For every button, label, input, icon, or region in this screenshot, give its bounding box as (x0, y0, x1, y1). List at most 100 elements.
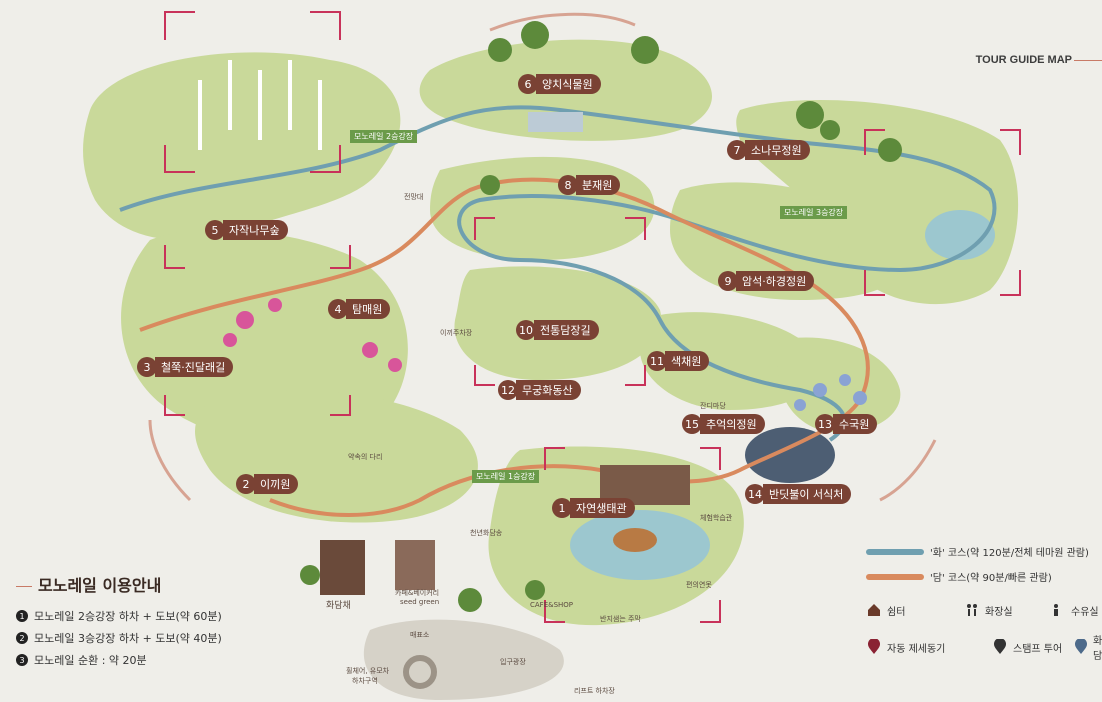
legend-text: 수유실 (1071, 606, 1099, 618)
guide-text: 모노레일 순환 : 약 20분 (34, 654, 147, 667)
cafe-en-label: seed green (400, 598, 440, 606)
area-number: 5 (205, 220, 225, 240)
tour-guide-map-title: TOUR GUIDE MAP (975, 54, 1102, 66)
monorail-station-2[interactable]: 모노레일 2승강장 (350, 130, 418, 143)
entrance-plaza (363, 619, 564, 700)
hwadamchae-label: 화담채 (326, 601, 351, 611)
legend-water: 수유실 (1050, 602, 1102, 618)
area-name: 탐매원 (346, 299, 391, 319)
monorail-arrow-left (148, 419, 192, 502)
legend-toilet: 화장실 (964, 602, 1050, 618)
area-number: 12 (498, 380, 518, 400)
hanok-label: 천년화담송 (470, 529, 503, 537)
parking-label: 이끼주차장 (440, 329, 473, 337)
legend-text: 화장실 (985, 606, 1013, 618)
legend-text: '화' 코스(약 120분/전체 테마원 관람) (930, 548, 1089, 559)
area-name: 수국원 (833, 414, 878, 434)
wheelchair-label-2: 하차구역 (352, 677, 378, 685)
lawn-label: 잔디마당 (700, 402, 726, 410)
legend-rest: 쉼터 (866, 602, 964, 618)
guide-number: 2 (16, 632, 28, 644)
area-name: 이끼원 (254, 474, 299, 494)
defibrillator-icon (866, 639, 882, 655)
monorail-arrow-top (489, 12, 636, 32)
legend-text: 쉼터 (887, 606, 906, 618)
area-number: 13 (815, 414, 835, 434)
area-number: 14 (745, 484, 765, 504)
legend-photo: 화담 (1074, 632, 1102, 662)
legend-text: 자동 제세동기 (887, 643, 946, 655)
area-name: 소나무정원 (745, 140, 810, 160)
monorail-station-1[interactable]: 모노레일 1승강장 (472, 470, 540, 483)
guide-text: 모노레일 3승강장 하차 + 도보(약 40분) (34, 632, 222, 645)
guide-number: 1 (16, 610, 28, 622)
guide-title: 모노레일 이용안내 (16, 572, 316, 596)
cafe-label: 카페&베이커리 (395, 589, 440, 597)
area-name: 자연생태관 (570, 498, 635, 518)
duck-statue (613, 528, 657, 552)
legend-stamp: 스탬프 투어 (992, 632, 1074, 662)
entrance-label: 입구광장 (500, 658, 526, 666)
greenhouse (528, 112, 583, 132)
guide-item-2: 2 모노레일 3승강장 하차 + 도보(약 40분) (16, 630, 316, 646)
area-number: 10 (516, 320, 536, 340)
legend-course-dam: '담' 코스(약 90분/빠른 관람) (866, 569, 1102, 584)
house-icon (866, 602, 882, 618)
area-name: 전통담장길 (534, 320, 599, 340)
course-hwa-swatch (866, 548, 924, 555)
monorail-station-3[interactable]: 모노레일 3승강장 (780, 206, 848, 219)
monorail-arrow-right (879, 439, 937, 502)
water-fountain-icon (1050, 602, 1066, 618)
observatory-label: 전망대 (404, 193, 424, 201)
highlight-frames (164, 11, 1021, 623)
area-name: 반딧불이 서식처 (763, 484, 852, 504)
hwadamchae-building (320, 540, 365, 595)
legend-course-hwa: '화' 코스(약 120분/전체 테마원 관람) (866, 544, 1102, 559)
cafe-building (395, 540, 435, 590)
area-number: 2 (236, 474, 256, 494)
area-number: 6 (518, 74, 538, 94)
pavilion-label: 반지샘는 주막 (600, 615, 641, 623)
area-number: 9 (718, 271, 738, 291)
bridge-label: 약속의 다리 (348, 453, 383, 461)
course-dam-swatch (866, 573, 924, 580)
area-number: 3 (137, 357, 157, 377)
area-number: 7 (727, 140, 747, 160)
area-number: 8 (558, 175, 578, 195)
firefly-dome (745, 427, 835, 483)
ticket-label: 매표소 (410, 631, 430, 639)
area-name: 양치식물원 (536, 74, 601, 94)
experience-label: 체험학습관 (700, 514, 733, 522)
area-number: 1 (552, 498, 572, 518)
map-legend: '화' 코스(약 120분/전체 테마원 관람) '담' 코스(약 90분/빠른… (866, 544, 1102, 676)
legend-text: 스탬프 투어 (1013, 643, 1063, 655)
area-name: 철쭉·진달래길 (155, 357, 234, 377)
photo-spot-icon (1074, 639, 1088, 655)
legend-text: 화담 (1093, 636, 1102, 662)
area-number: 11 (647, 351, 667, 371)
course-hwa-path (119, 105, 997, 442)
course-dam-path (139, 177, 870, 517)
legend-defib: 자동 제세동기 (866, 632, 992, 662)
wheelchair-label: 휠체어, 유모차 (346, 667, 390, 675)
area-number: 4 (328, 299, 348, 319)
area-number: 15 (682, 414, 702, 434)
